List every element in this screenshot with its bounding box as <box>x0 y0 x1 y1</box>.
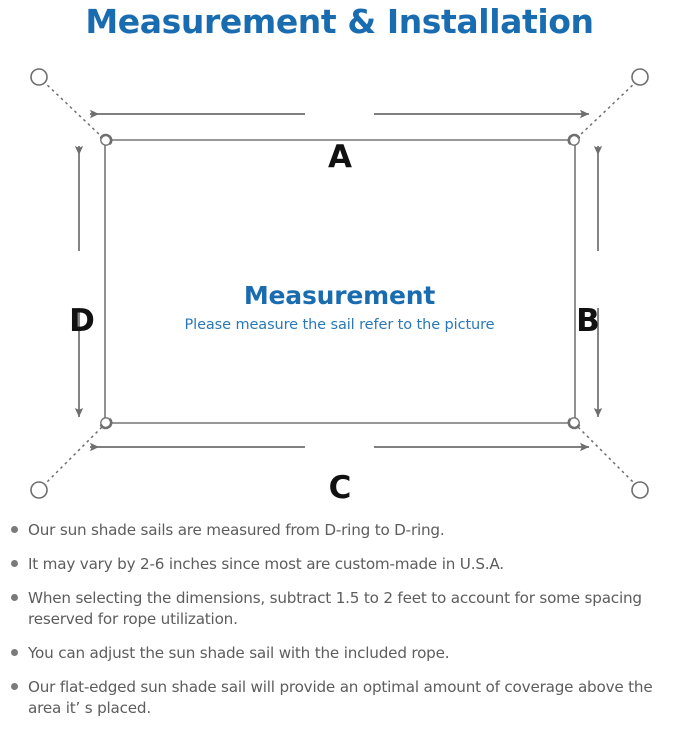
rope-lines-group <box>42 80 638 487</box>
list-item: Our flat-edged sun shade sail will provi… <box>0 677 665 719</box>
dimension-label-c: C <box>328 470 352 506</box>
page-title: Measurement & Installation <box>85 2 594 41</box>
dotted-rope-line <box>42 426 103 487</box>
sail-rectangle <box>104 139 576 424</box>
dimension-label-b: B <box>576 303 600 339</box>
note-text: Our flat-edged sun shade sail will provi… <box>28 678 653 717</box>
sail-measurement-diagram: Measurement Please measure the sail refe… <box>0 46 679 516</box>
list-item: Our sun shade sails are measured from D-… <box>0 520 665 541</box>
dotted-rope-line <box>577 80 638 138</box>
anchor-points-group <box>30 68 649 499</box>
dotted-rope-line <box>42 80 103 138</box>
d-ring-icon <box>99 417 113 430</box>
bullet-icon <box>11 649 18 656</box>
list-item: When selecting the dimensions, subtract … <box>0 588 665 630</box>
anchor-circle-icon <box>631 481 649 499</box>
dimension-arrows-group <box>74 109 603 452</box>
dimension-label-a: A <box>328 139 352 175</box>
list-item: It may vary by 2-6 inches since most are… <box>0 554 665 575</box>
d-ring-icon <box>567 417 581 430</box>
d-ring-icon <box>567 133 581 146</box>
list-item: You can adjust the sun shade sail with t… <box>0 643 665 664</box>
dotted-rope-line <box>577 426 638 487</box>
anchor-circle-icon <box>30 68 48 86</box>
diagram-svg <box>30 68 649 499</box>
note-text: Our sun shade sails are measured from D-… <box>28 521 445 539</box>
d-ring-icon <box>99 133 113 146</box>
bullet-icon <box>11 683 18 690</box>
anchor-circle-icon <box>631 68 649 86</box>
bullet-icon <box>11 594 18 601</box>
bullet-icon <box>11 526 18 533</box>
bullet-icon <box>11 560 18 567</box>
notes-list: Our sun shade sails are measured from D-… <box>0 520 679 739</box>
note-text: When selecting the dimensions, subtract … <box>28 589 642 628</box>
d-rings-group <box>99 133 581 430</box>
note-text: It may vary by 2-6 inches since most are… <box>28 555 504 573</box>
dimension-label-d: D <box>69 303 95 339</box>
note-text: You can adjust the sun shade sail with t… <box>28 644 450 662</box>
anchor-circle-icon <box>30 481 48 499</box>
